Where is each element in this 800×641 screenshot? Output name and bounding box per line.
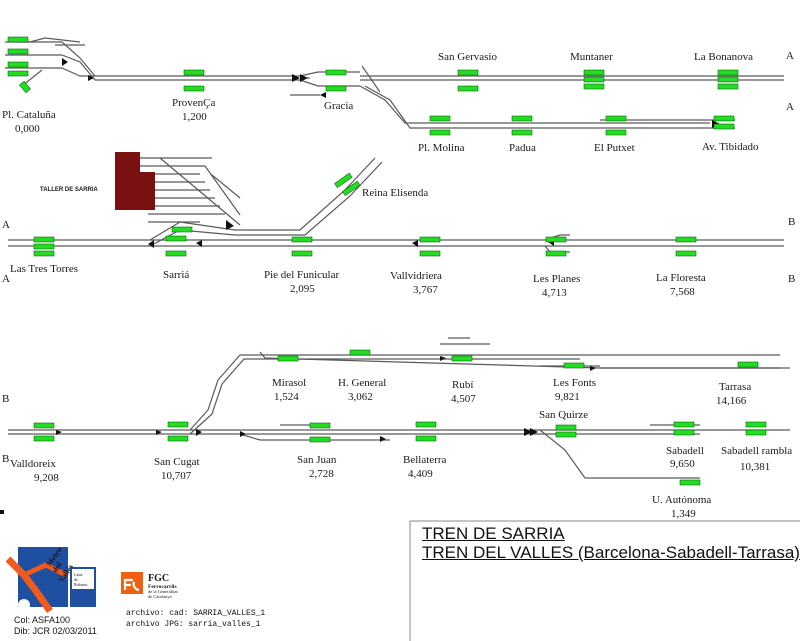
marker-b-left-top: B — [2, 393, 9, 405]
station-km: 2,728 — [309, 468, 334, 480]
credit-cad: archivo: cad: SARRIA_VALLES_1 — [126, 609, 266, 618]
station-km: 4,713 — [542, 287, 567, 299]
station-label: Pl. Cataluña — [2, 109, 56, 121]
title-line-2: TREN DEL VALLES (Barcelona-Sabadell-Tarr… — [422, 543, 800, 562]
credit-dib: Dib: JCR 02/03/2011 — [14, 626, 97, 636]
station-km: 1,349 — [671, 508, 696, 520]
marker-a-top: A — [786, 50, 794, 62]
station-km: 2,095 — [290, 283, 315, 295]
station-label: La Bonanova — [694, 51, 753, 63]
station-km: 9,821 — [555, 391, 580, 403]
station-label: H. General — [338, 377, 386, 389]
station-km: 3,062 — [348, 391, 373, 403]
marker-a-bottom: A — [786, 101, 794, 113]
station-km: 10,381 — [740, 461, 770, 473]
station-label: ProvenÇa — [172, 97, 216, 109]
station-km: 9,650 — [670, 458, 695, 470]
marker-b-right-top: B — [788, 216, 795, 228]
station-label: Padua — [509, 142, 536, 154]
corner-mark — [0, 510, 4, 514]
station-label: Sabadell — [666, 445, 704, 457]
credit-jpg: archivo JPG: sarria_valles_1 — [126, 620, 261, 629]
logo-linia-3: Rubinos — [74, 582, 88, 587]
station-label: Reina Elisenda — [362, 187, 428, 199]
credit-col: Col: ASFA100 — [14, 615, 71, 625]
station-label: Av. Tibidado — [702, 141, 759, 153]
station-label: Tarrasa — [719, 381, 751, 393]
station-label: Les Planes — [533, 273, 580, 285]
station-label: San Quirze — [539, 409, 588, 421]
marker-a-left-bottom: A — [2, 273, 10, 285]
metro-valles-logo: Metro del Vallès Línia de Rubinos — [6, 546, 96, 614]
station-km: 14,166 — [716, 395, 747, 407]
station-label: El Putxet — [594, 142, 635, 154]
title-line-1: TREN DE SARRIA — [422, 524, 565, 543]
marker-b-left-bottom: B — [2, 453, 9, 465]
station-label: Gracia — [324, 100, 353, 112]
station-km: 3,767 — [413, 284, 438, 296]
station-label: U. Autónoma — [652, 494, 711, 506]
switch-markers — [56, 58, 720, 442]
fgc-logo: FGC Ferrocarrils de la Generalitat de Ca… — [121, 572, 178, 599]
station-label: Las Tres Torres — [10, 263, 78, 275]
station-label: Pl. Molina — [418, 142, 465, 154]
fgc-sub-3: de Catalunya — [148, 594, 172, 599]
station-label: Sarriá — [163, 269, 189, 281]
fgc-name: FGC — [148, 573, 169, 584]
workshop-label: TALLER DE SARRIA — [40, 187, 99, 193]
logo-linia-2: de — [74, 577, 78, 582]
station-label: San Cugat — [154, 456, 200, 468]
station-km: 1,200 — [182, 111, 207, 123]
station-label: La Floresta — [656, 272, 706, 284]
station-km: 0,000 — [15, 123, 40, 135]
logo-linia-1: Línia — [74, 572, 83, 577]
station-labels: Pl. Cataluña 0,000 ProvenÇa 1,200 Gracia… — [2, 51, 792, 520]
station-label: Muntaner — [570, 51, 613, 63]
station-km: 4,507 — [451, 393, 476, 405]
station-label: Rubí — [452, 379, 473, 391]
station-label: San Juan — [297, 454, 337, 466]
platforms — [7, 36, 767, 486]
workshop-building — [115, 152, 155, 210]
station-label: Sabadell rambla — [721, 445, 792, 457]
edge-markers: A A A A B B B B — [2, 50, 795, 465]
station-km: 4,409 — [408, 468, 433, 480]
station-label: Pie del Funicular — [264, 269, 339, 281]
station-km: 9,208 — [34, 472, 59, 484]
station-label: Les Fonts — [553, 377, 596, 389]
track-lines — [5, 37, 790, 479]
station-km: 10,707 — [161, 470, 192, 482]
marker-a-left-top: A — [2, 219, 10, 231]
station-label: Vallvidriera — [390, 270, 442, 282]
fgc-sub-1: Ferrocarrils — [148, 584, 177, 590]
fgc-sub-2: de la Generalitat — [148, 589, 178, 594]
station-label: Bellaterra — [403, 454, 446, 466]
station-label: San Gervasio — [438, 51, 497, 63]
station-label: Mirasol — [272, 377, 306, 389]
station-km: 1,524 — [274, 391, 299, 403]
marker-b-right-bottom: B — [788, 273, 795, 285]
station-km: 7,568 — [670, 286, 695, 298]
station-label: Valldoreix — [10, 458, 56, 470]
